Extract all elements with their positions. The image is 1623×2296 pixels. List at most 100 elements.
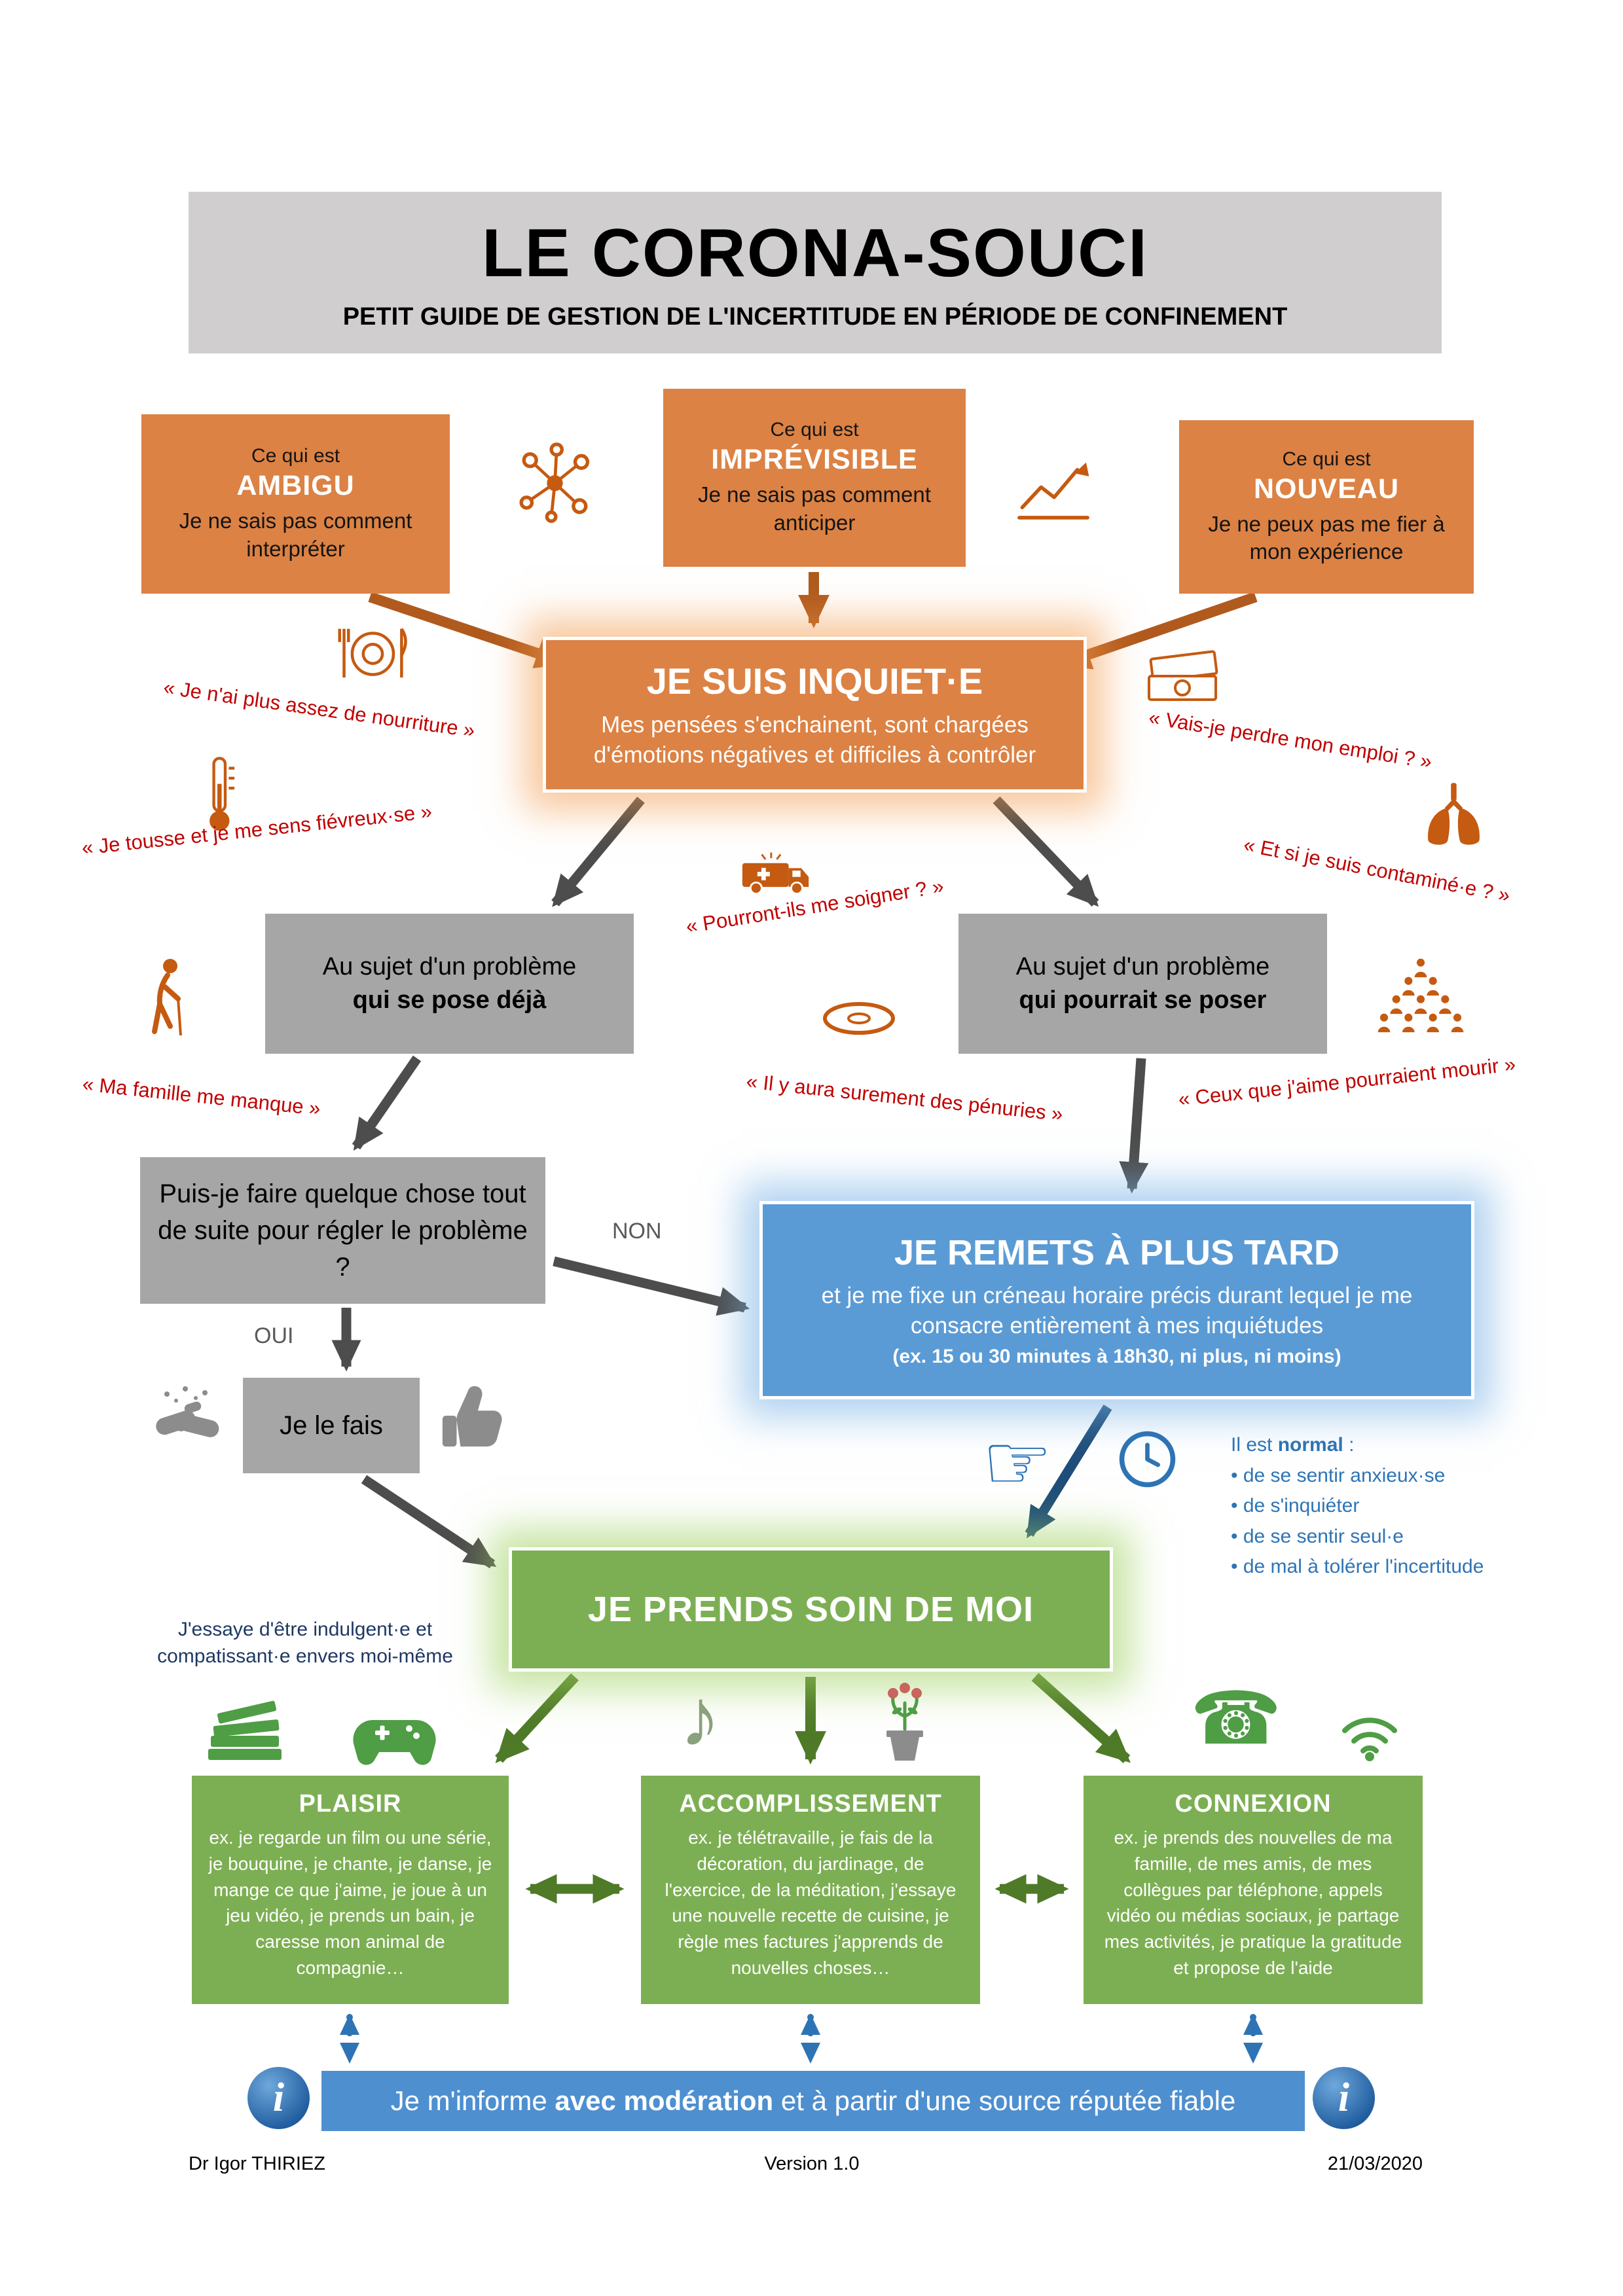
- normal-item: de s'inquiéter: [1231, 1491, 1539, 1522]
- plant-icon: [866, 1676, 944, 1767]
- selfcare-box: JE PRENDS SOIN DE MOI: [509, 1547, 1113, 1672]
- ambulance-icon: [739, 846, 814, 905]
- quote-job: « Vais-je perdre mon emploi ? »: [1147, 706, 1434, 774]
- elderly-person-icon: [137, 956, 193, 1044]
- money-icon: [1142, 645, 1224, 710]
- problem-future-box: Au sujet d'un problème qui pourrait se p…: [958, 914, 1327, 1054]
- arrow-problem-now-to-question: [352, 1055, 422, 1151]
- quote-family: « Ma famille me manque »: [81, 1072, 322, 1121]
- source-desc: Je ne sais pas comment interpréter: [179, 509, 412, 561]
- normal-post: :: [1343, 1434, 1355, 1456]
- worry-box: JE SUIS INQUIET·E Mes pensées s'enchaine…: [543, 637, 1087, 793]
- worry-title: JE SUIS INQUIET·E: [646, 660, 983, 702]
- source-name: IMPRÉVISIBLE: [711, 444, 918, 476]
- problem-now-box: Au sujet d'un problème qui se pose déjà: [265, 914, 634, 1054]
- game-controller-icon: [350, 1708, 439, 1774]
- quote-death: « Ceux que j'aime pourraient mourir »: [1177, 1052, 1517, 1111]
- problem-future-line2: qui pourrait se poser: [1019, 986, 1267, 1014]
- normal-pre: Il est: [1231, 1434, 1278, 1456]
- washing-hands-icon: [147, 1381, 229, 1453]
- source-box-nouveau: Ce qui est NOUVEAU Je ne peux pas me fie…: [1179, 420, 1474, 594]
- worry-desc: Mes pensées s'enchainent, sont chargées …: [593, 712, 1036, 768]
- activity-box-plaisir: PLAISIR ex. je regarde un film ou une sé…: [192, 1776, 509, 2004]
- lungs-icon: [1414, 780, 1494, 853]
- info-glyph: i: [1338, 2075, 1350, 2120]
- label-oui: OUI: [254, 1323, 294, 1348]
- pointing-finger-icon: ☞: [982, 1419, 1053, 1507]
- phone-icon: ☎: [1190, 1677, 1282, 1759]
- source-pre: Ce qui est: [770, 419, 859, 441]
- clock-icon: [1116, 1428, 1178, 1494]
- crowd-icon: [1375, 957, 1467, 1040]
- activity-box-accomplissement: ACCOMPLISSEMENT ex. je télétravaille, je…: [641, 1776, 980, 2004]
- do-it-text: Je le fais: [280, 1410, 383, 1440]
- source-desc: Je ne peux pas me fier à mon expérience: [1208, 511, 1445, 564]
- quote-care: « Pourront-ils me soigner ? »: [684, 874, 945, 938]
- info-glyph: i: [272, 2075, 285, 2120]
- postpone-box: JE REMETS À PLUS TARD et je me fixe un c…: [759, 1201, 1474, 1399]
- virus-network-icon: [511, 437, 599, 526]
- inform-pre: Je m'informe: [390, 2085, 555, 2116]
- question-box: Puis-je faire quelque chose tout de suit…: [140, 1157, 545, 1304]
- activity-desc: ex. je télétravaille, je fais de la déco…: [665, 1827, 957, 1978]
- activity-title: CONNEXION: [1175, 1790, 1332, 1818]
- info-icon-left: i: [247, 2067, 310, 2129]
- arrow-selfcare-to-connexion: [1031, 1673, 1131, 1763]
- source-pre: Ce qui est: [1282, 448, 1371, 470]
- normal-feelings-note: Il est normal : de se sentir anxieux·se …: [1231, 1430, 1539, 1583]
- footer-author: Dr Igor THIRIEZ: [189, 2153, 325, 2174]
- source-box-ambigu: Ce qui est AMBIGU Je ne sais pas comment…: [141, 414, 450, 594]
- music-note-icon: ♪: [680, 1672, 721, 1763]
- inform-bold: avec modération: [555, 2085, 774, 2116]
- thumbs-up-icon: [437, 1382, 508, 1456]
- source-pre: Ce qui est: [251, 445, 340, 467]
- page-subtitle: PETIT GUIDE DE GESTION DE L'INCERTITUDE …: [342, 302, 1288, 331]
- selfcare-aside: J'essaye d'être indulgent·e et compatiss…: [157, 1619, 453, 1667]
- arrow-selfcare-to-plaisir: [495, 1673, 579, 1763]
- normal-item: de se sentir seul·e: [1231, 1522, 1539, 1552]
- do-it-box: Je le fais: [243, 1378, 420, 1473]
- inform-bar: Je m'informe avec modération et à partir…: [321, 2071, 1305, 2131]
- quote-fever: « Je tousse et je me sens fiévreux·se »: [81, 799, 433, 859]
- selfcare-title: JE PRENDS SOIN DE MOI: [587, 1590, 1034, 1629]
- problem-now-line1: Au sujet d'un problème: [322, 952, 577, 980]
- normal-heading: Il est normal :: [1231, 1430, 1539, 1461]
- normal-bold: normal: [1277, 1434, 1343, 1456]
- source-box-imprevisible: Ce qui est IMPRÉVISIBLE Je ne sais pas c…: [663, 389, 966, 567]
- trend-chart-icon: [1013, 453, 1093, 524]
- info-icon-right: i: [1313, 2067, 1375, 2129]
- activity-title: PLAISIR: [299, 1790, 402, 1818]
- thermometer-icon: [202, 754, 241, 839]
- normal-item: de se sentir anxieux·se: [1231, 1461, 1539, 1492]
- postpone-title: JE REMETS À PLUS TARD: [894, 1233, 1340, 1272]
- normal-item: de mal à tolérer l'incertitude: [1231, 1552, 1539, 1583]
- source-name: NOUVEAU: [1253, 473, 1400, 505]
- arrow-worry-to-problem-now: [551, 797, 645, 907]
- meal-icon: [331, 619, 416, 692]
- source-desc: Je ne sais pas comment anticiper: [698, 482, 931, 535]
- arrow-problem-future-to-postpone: [1119, 1058, 1149, 1194]
- arrow-question-non-to-postpone: [553, 1256, 750, 1316]
- question-text: Puis-je faire quelque chose tout de suit…: [158, 1179, 528, 1282]
- activity-title: ACCOMPLISSEMENT: [679, 1790, 942, 1818]
- arrow-doit-to-selfcare: [361, 1475, 497, 1569]
- footer-version: Version 1.0: [764, 2153, 860, 2174]
- footer-date: 21/03/2020: [1327, 2153, 1423, 2174]
- quote-shortage: « Il y aura surement des pénuries »: [745, 1069, 1065, 1126]
- label-non: NON: [612, 1219, 662, 1244]
- inform-post: et à partir d'une source réputée fiable: [773, 2085, 1236, 2116]
- arrow-worry-to-problem-future: [993, 796, 1099, 907]
- books-icon: [202, 1696, 290, 1775]
- wifi-icon: [1330, 1700, 1409, 1766]
- problem-now-line2: qui se pose déjà: [352, 986, 547, 1014]
- activity-desc: ex. je prends des nouvelles de ma famill…: [1104, 1827, 1402, 1978]
- page-title: LE CORONA-SOUCI: [482, 215, 1148, 291]
- quote-food: « Je n'ai plus assez de nourriture »: [162, 675, 477, 742]
- postpone-desc: et je me fixe un créneau horaire précis …: [821, 1283, 1413, 1338]
- activity-desc: ex. je regarde un film ou une série, je …: [208, 1827, 492, 1978]
- toilet-paper-icon: [818, 995, 900, 1047]
- postpone-note: (ex. 15 ou 30 minutes à 18h30, ni plus, …: [892, 1346, 1341, 1367]
- activity-box-connexion: CONNEXION ex. je prends des nouvelles de…: [1084, 1776, 1423, 2004]
- title-block: LE CORONA-SOUCI PETIT GUIDE DE GESTION D…: [189, 192, 1442, 353]
